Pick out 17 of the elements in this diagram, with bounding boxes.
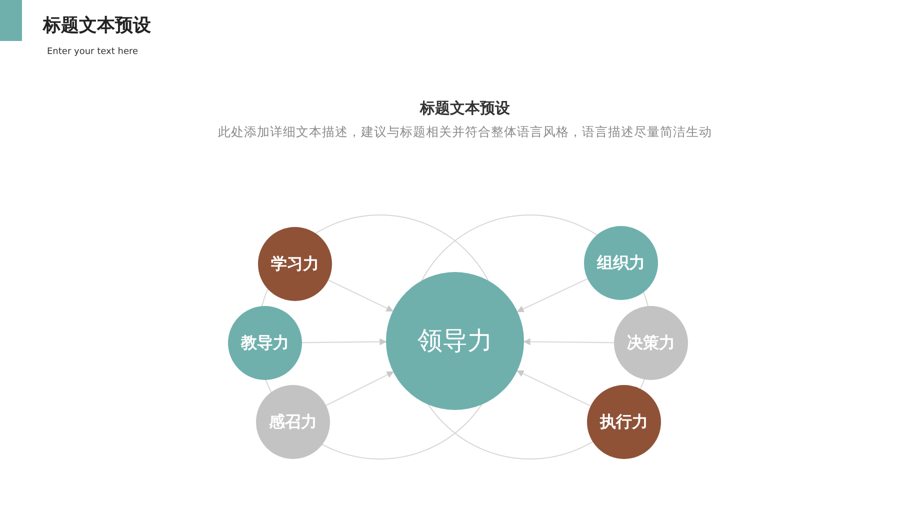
node-label: 执行力: [600, 413, 648, 431]
node-label: 感召力: [269, 413, 317, 431]
node-label: 决策力: [627, 334, 675, 352]
arrow: [516, 278, 588, 312]
arrow: [326, 371, 394, 406]
node-label: 学习力: [271, 255, 319, 273]
node-label: 组织力: [597, 254, 645, 272]
arrow: [523, 338, 614, 346]
arrow: [516, 370, 591, 407]
node-label: 领导力: [418, 327, 492, 355]
description-text: 此处添加详细文本描述，建议与标题相关并符合整体语言风格，语言描述尽量简洁生动: [218, 124, 712, 141]
page-title: 标题文本预设: [43, 14, 151, 37]
section-heading: 标题文本预设: [420, 99, 510, 118]
arrow: [302, 338, 387, 346]
node-label: 教导力: [241, 334, 289, 352]
subtitle-text: Enter your text here: [47, 47, 138, 57]
arrow: [328, 280, 394, 312]
